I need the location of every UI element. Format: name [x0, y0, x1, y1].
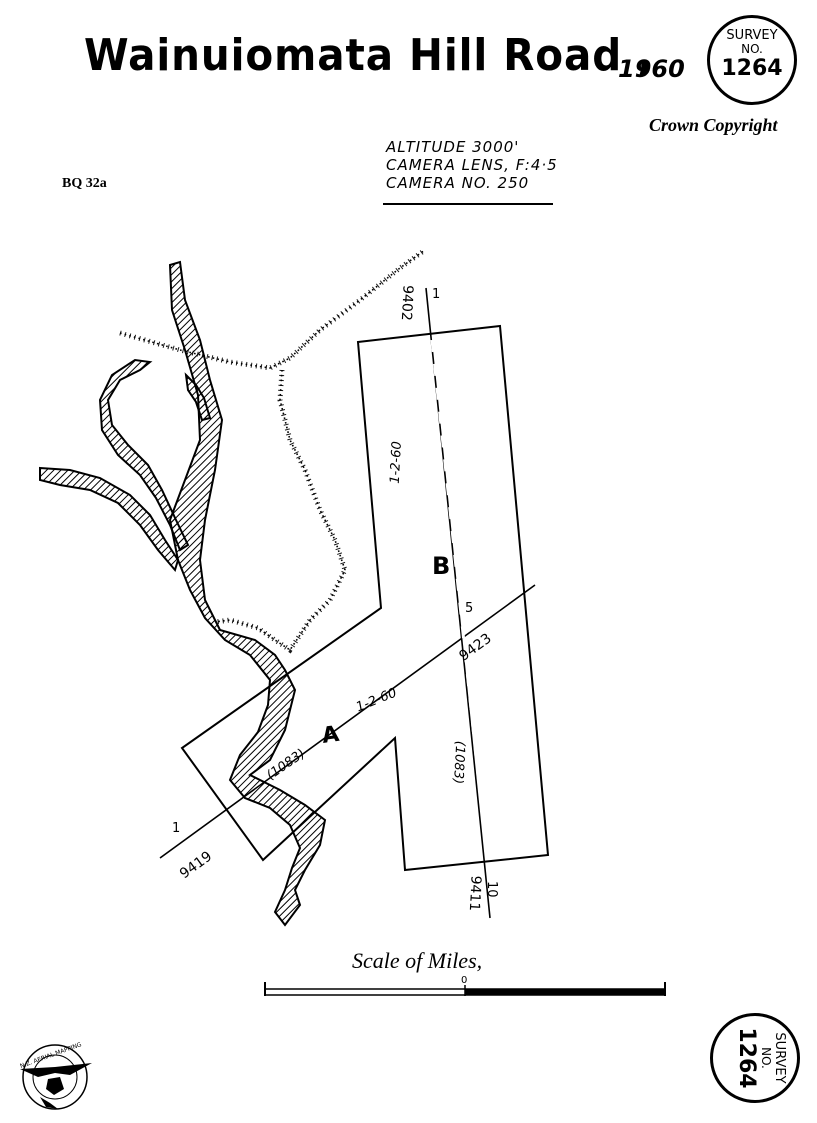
scale-bar — [264, 982, 666, 996]
run-b-end-frame: 9411 — [466, 875, 484, 911]
run-b-start-index: 1 — [432, 287, 440, 302]
run-b-date: 1-2-60 — [388, 441, 405, 484]
map-year: 1960 — [618, 55, 685, 83]
flight-info: ALTITUDE 3000' CAMERA LENS, F:4·5 CAMERA… — [386, 138, 558, 192]
stream-hatched — [98, 358, 190, 552]
stream-hatched-branch — [184, 372, 212, 422]
scale-title: Scale of Miles, — [352, 948, 483, 973]
stamp-no-label: NO. — [741, 42, 763, 56]
run-a-start-index: 1 — [172, 821, 180, 836]
run-a-date: 1-2-60 — [354, 686, 399, 716]
run-a-dashed — [349, 618, 466, 702]
run-b-label: B — [432, 552, 450, 580]
run-a-end-index: 5 — [465, 601, 473, 616]
camera-text: CAMERA NO. 250 — [386, 174, 530, 192]
survey-stamp-top: SURVEY NO. 1264 — [707, 15, 797, 105]
stamp-number: 1264 — [721, 56, 783, 81]
sheet-reference: BQ 32a — [62, 176, 107, 191]
altitude-text: ALTITUDE 3000' — [386, 138, 520, 156]
copyright-note: Crown Copyright — [649, 115, 778, 135]
coastline-hatched — [168, 260, 327, 927]
run-a-start-frame: 9419 — [177, 848, 215, 882]
run-b-end-index: 10 — [484, 881, 499, 898]
run-b-line — [425, 287, 491, 919]
run-b-dashed — [430, 339, 489, 861]
coastline-hatched-west — [39, 466, 180, 573]
scale-zero: 0 — [461, 975, 467, 986]
aerial-mapping-logo: N.Z. AERIAL MAPPING — [19, 1041, 92, 1110]
map-title: Wainuiomata Hill Road , — [84, 30, 654, 81]
flight-info-underline — [383, 203, 553, 205]
run-a-label: A — [320, 722, 340, 749]
run-a-line — [159, 584, 536, 859]
railway-line-south — [214, 369, 348, 654]
stamp-survey-label: SURVEY — [726, 28, 778, 43]
coverage-outline — [180, 324, 550, 872]
run-b-height: (1083) — [450, 740, 467, 784]
lens-text: CAMERA LENS, F:4·5 — [386, 156, 558, 174]
run-b-start-frame: 9402 — [398, 285, 416, 321]
railway-line-north — [119, 247, 427, 371]
